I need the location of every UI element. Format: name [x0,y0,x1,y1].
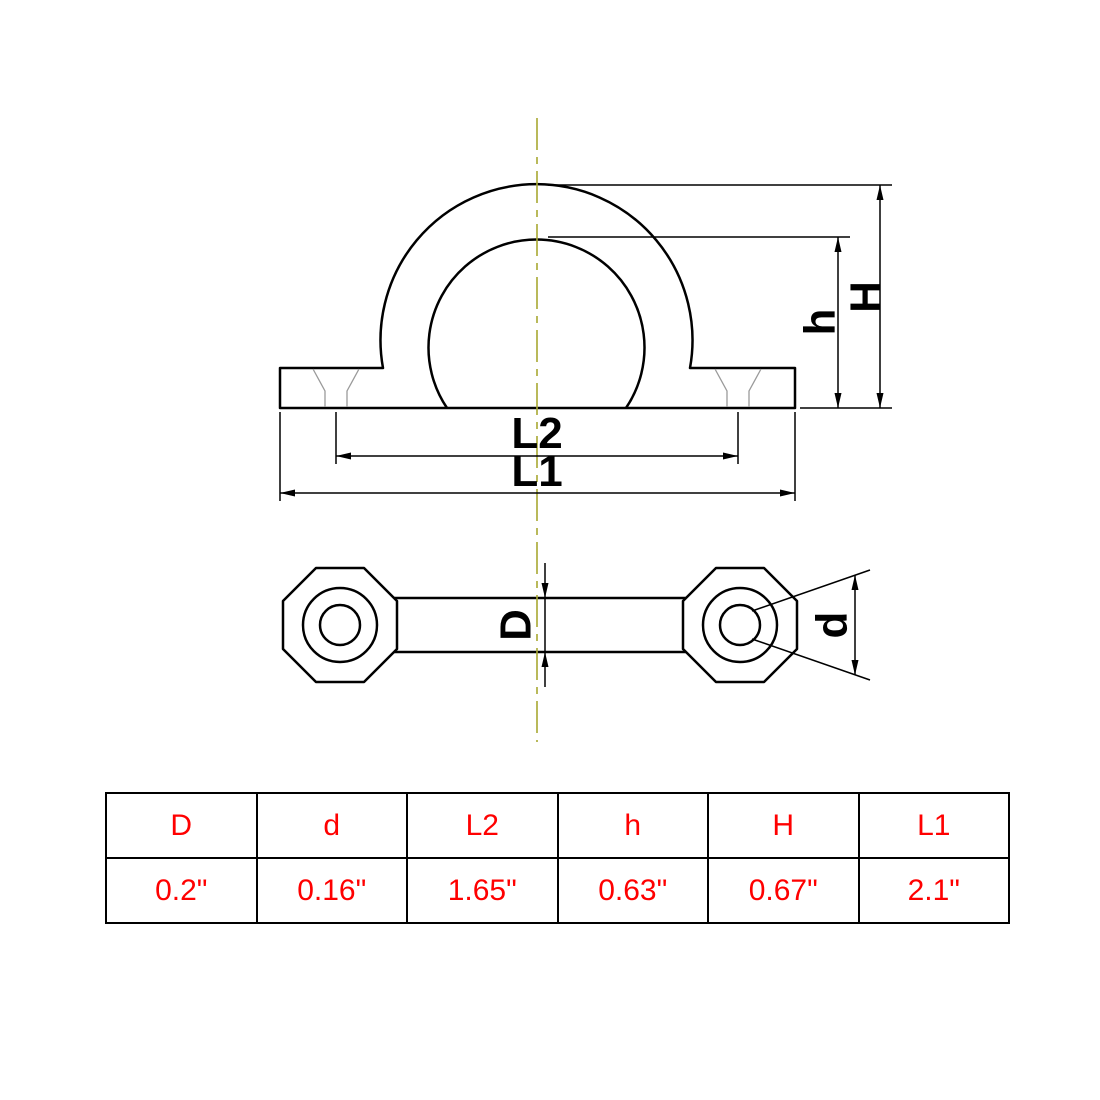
dimension-L2: L2 [335,409,739,464]
top-view [281,566,799,684]
table-value-h: 0.63" [556,857,709,924]
table-value-L1: 2.1" [857,857,1010,924]
table-header-L2: L2 [406,792,559,859]
arrowhead-right [723,452,738,460]
dimension-label-D: D [492,609,541,641]
technical-drawing: H h L2 L1 [278,118,892,742]
arrowhead-right [780,489,795,497]
table-header-d: d [255,792,408,859]
table-value-L2: 1.65" [406,857,559,924]
right-hole-circle [718,603,762,647]
table-value-d: 0.16" [255,857,408,924]
arrowhead-down [541,583,549,598]
table-header-D: D [105,792,258,859]
countersink-line [312,368,326,407]
dimension-label-H: H [842,281,891,313]
arrowhead-up [834,237,842,252]
dimension-label-h: h [796,309,845,336]
table-header-h: h [556,792,709,859]
dimension-label-L2: L2 [511,409,562,458]
dimension-label-L1: L1 [511,447,562,496]
countersink-hole-right [714,368,762,407]
dimension-L1: L1 [279,412,796,501]
dimension-d: d [751,569,871,681]
countersink-hole-left [312,368,360,407]
extension-line [751,638,871,681]
arrowhead-down [851,660,859,675]
arrowhead-left [336,452,351,460]
dimension-h: h [548,236,850,408]
left-hole-circle [318,603,362,647]
table-header-H: H [707,792,860,859]
table-header-L1: L1 [857,792,1010,859]
arrowhead-down [834,393,842,408]
arrowhead-up [876,185,884,200]
extension-line [751,569,871,612]
arrowhead-down [876,393,884,408]
countersink-line [748,368,762,407]
arrowhead-left [280,489,295,497]
table-value-H: 0.67" [707,857,860,924]
countersink-line [714,368,728,407]
table-value-row: 0.2" 0.16" 1.65" 0.63" 0.67" 2.1" [105,857,1010,924]
dimension-D: D [492,563,549,687]
table-header-row: D d L2 h H L1 [105,792,1010,859]
countersink-line [346,368,360,407]
arrowhead-up [851,575,859,590]
dimension-label-d: d [808,612,857,639]
table-value-D: 0.2" [105,857,258,924]
dimension-H: H [548,184,892,409]
dimensions-table: D d L2 h H L1 0.2" 0.16" 1.65" 0.63" 0.6… [105,792,1010,924]
arrowhead-up [541,652,549,667]
